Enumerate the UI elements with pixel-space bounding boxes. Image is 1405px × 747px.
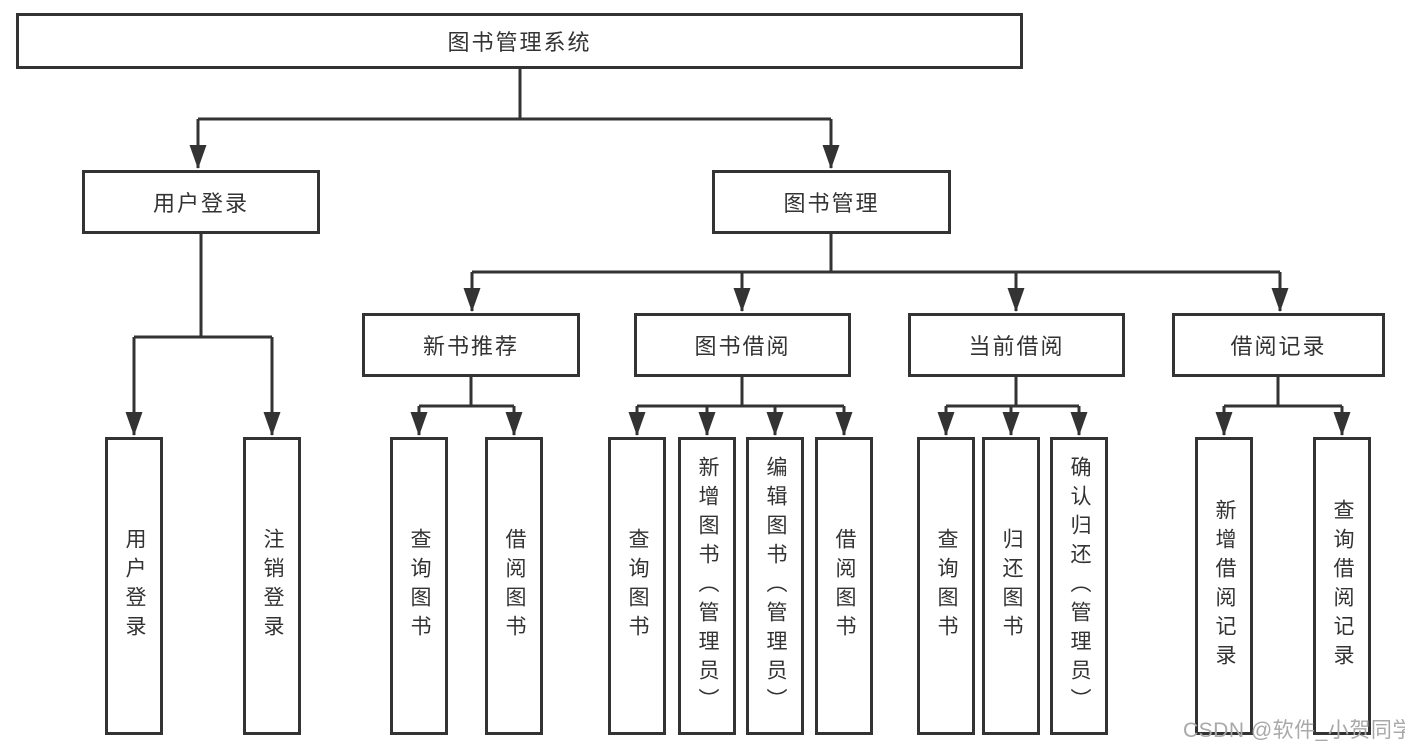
node-current-borrow: 当前借阅 <box>908 313 1125 377</box>
leaf-borrow-book-1: 借阅图书 <box>485 437 543 735</box>
leaf-add-book: 新增图书（管理员） <box>678 437 736 735</box>
connector-current-borrow-group <box>946 377 1079 408</box>
leaf-query-book-3: 查询图书 <box>917 437 975 735</box>
connector-borrow-records-group <box>1224 377 1342 408</box>
connector-book-management-to-level3 <box>472 234 1280 274</box>
node-borrow-records-label: 借阅记录 <box>1230 334 1327 359</box>
leaf-return-book: 归还图书 <box>982 437 1040 735</box>
leaf-edit-book-label: 编辑图书（管理员） <box>764 455 787 717</box>
node-borrow-records: 借阅记录 <box>1172 313 1385 377</box>
leaf-borrow-book-1-label: 借阅图书 <box>503 528 526 644</box>
leaf-query-book-1: 查询图书 <box>390 437 448 735</box>
leaf-logout-label: 注销登录 <box>261 528 284 644</box>
node-book-borrow-label: 图书借阅 <box>694 334 791 359</box>
leaf-edit-book: 编辑图书（管理员） <box>746 437 804 735</box>
leaf-confirm-return: 确认归还（管理员） <box>1050 437 1108 735</box>
leaf-add-book-label: 新增图书（管理员） <box>696 455 719 717</box>
leaf-borrow-book-2-label: 借阅图书 <box>833 528 856 644</box>
node-new-book-recommend-label: 新书推荐 <box>422 334 519 359</box>
connector-root-to-level2 <box>198 69 831 121</box>
leaf-query-book-2-label: 查询图书 <box>626 528 649 644</box>
leaf-query-borrow-record: 查询借阅记录 <box>1313 437 1371 735</box>
node-root-system-label: 图书管理系统 <box>447 30 592 55</box>
node-book-management-label: 图书管理 <box>783 191 880 216</box>
csdn-watermark: CSDN @软件_小贺同学 <box>1183 719 1405 742</box>
connector-book-borrow-group <box>637 377 844 408</box>
leaf-borrow-book-2: 借阅图书 <box>815 437 873 735</box>
leaf-logout: 注销登录 <box>243 437 301 735</box>
leaf-query-borrow-record-label: 查询借阅记录 <box>1331 499 1354 673</box>
leaf-user-login: 用户登录 <box>105 437 163 735</box>
leaf-user-login-label: 用户登录 <box>123 528 146 644</box>
node-user-login-label: 用户登录 <box>152 191 249 216</box>
leaf-query-book-1-label: 查询图书 <box>408 528 431 644</box>
leaf-add-borrow-record: 新增借阅记录 <box>1195 437 1253 735</box>
leaf-return-book-label: 归还图书 <box>1000 528 1023 644</box>
node-new-book-recommend: 新书推荐 <box>362 313 580 377</box>
leaf-confirm-return-label: 确认归还（管理员） <box>1068 455 1091 717</box>
node-root-system: 图书管理系统 <box>16 13 1023 69</box>
node-user-login: 用户登录 <box>82 170 320 234</box>
connector-user-login-group <box>134 234 272 339</box>
node-book-borrow: 图书借阅 <box>634 313 851 377</box>
leaf-query-book-2: 查询图书 <box>608 437 666 735</box>
node-book-management: 图书管理 <box>712 170 951 234</box>
node-current-borrow-label: 当前借阅 <box>968 334 1065 359</box>
leaf-query-book-3-label: 查询图书 <box>935 528 958 644</box>
connector-new-book-group <box>419 377 514 408</box>
leaf-add-borrow-record-label: 新增借阅记录 <box>1213 499 1236 673</box>
